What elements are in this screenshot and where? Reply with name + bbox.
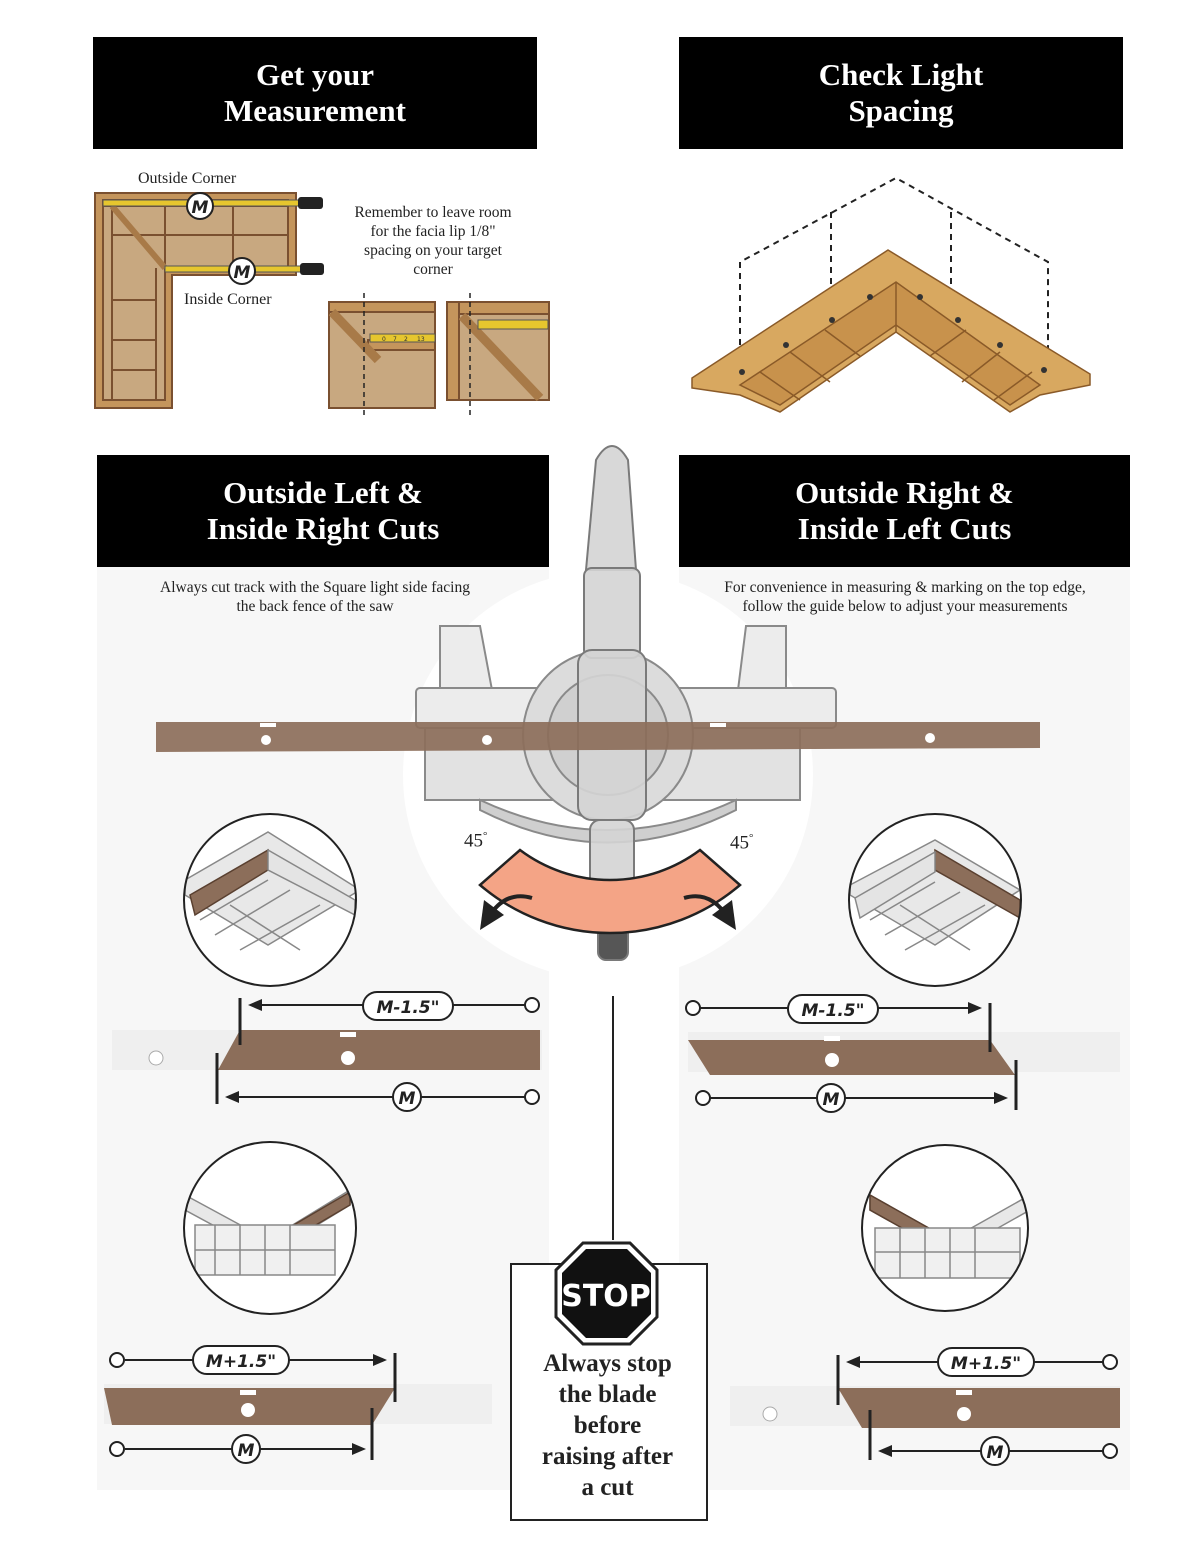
left-plus-label: M+1.5" — [206, 1352, 276, 1372]
right-minus-cut-diagram — [685, 994, 1120, 1113]
inside-marker-label: M — [234, 263, 251, 283]
outside-right-corner-detail — [848, 813, 1022, 987]
left-plus-cut-diagram — [104, 1345, 492, 1464]
header-left-cuts: Outside Left & Inside Right Cuts — [97, 455, 549, 567]
facia-lip-note: Remember to leave room for the facia lip… — [354, 204, 512, 278]
right-plus-cut-diagram — [730, 1347, 1120, 1466]
stop-warning-text: Always stop the blade before raising aft… — [541, 1350, 674, 1501]
right-m2-label: M — [987, 1443, 1004, 1463]
tape-tick-0: 0 — [382, 336, 386, 343]
facia-lip-detail-left — [328, 301, 436, 409]
inside-right-corner-detail — [183, 1141, 357, 1315]
inside-left-corner-detail — [861, 1144, 1029, 1312]
tape-tick-2: 2 — [404, 336, 408, 343]
header-get-measurement: Get your Measurement — [93, 37, 537, 149]
header-check-light-spacing: Check Light Spacing — [679, 37, 1123, 149]
header-right-cuts: Outside Right & Inside Left Cuts — [679, 455, 1130, 567]
corner-light-fixture — [691, 249, 1091, 413]
facia-lip-detail-right — [446, 301, 550, 402]
tape-tick-3: 13 — [417, 336, 425, 343]
right-plus-label: M+1.5" — [951, 1354, 1021, 1374]
tape-tick-1: 7 — [393, 336, 397, 343]
left-minus-label: M-1.5" — [377, 998, 440, 1018]
left-cut-caption: Always cut track with the Square light s… — [160, 579, 470, 615]
outside-corner-marker — [186, 192, 214, 220]
right-m-label: M — [823, 1090, 840, 1110]
right-angle-label: 45° — [730, 832, 754, 854]
left-angle-label: 45° — [464, 830, 488, 852]
outside-corner-label: Outside Corner — [138, 170, 237, 187]
outside-marker-label: M — [192, 198, 209, 218]
miter-angle-arc — [478, 848, 742, 935]
inside-corner-label: Inside Corner — [184, 291, 272, 308]
saw-track — [156, 722, 1040, 752]
left-m-label: M — [399, 1089, 416, 1109]
inside-corner-marker — [228, 257, 256, 285]
right-cut-caption: For convenience in measuring & marking o… — [724, 579, 1086, 615]
stop-sign-label: STOP — [561, 1279, 651, 1314]
left-m2-label: M — [238, 1441, 255, 1461]
right-minus-label: M-1.5" — [802, 1001, 865, 1021]
outside-left-corner-detail — [183, 813, 357, 987]
left-minus-cut-diagram — [112, 991, 542, 1112]
